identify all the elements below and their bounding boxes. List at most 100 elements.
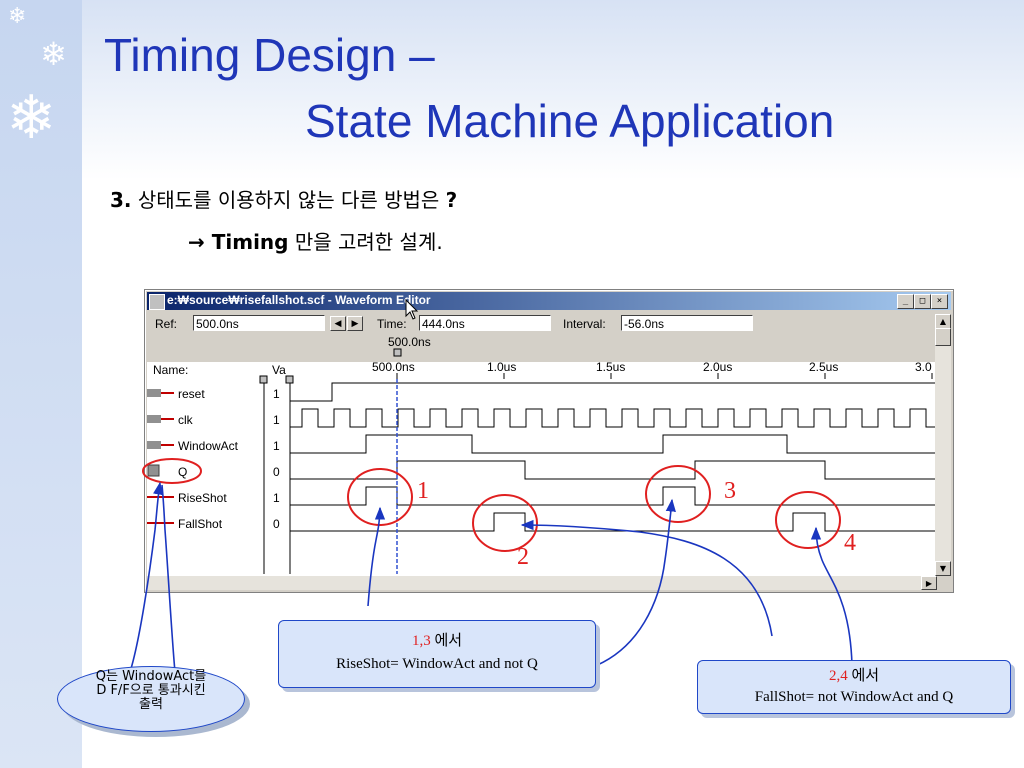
answer-line: → Timing 만을 고려한 설계. xyxy=(188,226,443,255)
time-field[interactable]: 444.0ns xyxy=(419,315,551,331)
arrow-icon: → xyxy=(188,230,212,254)
signal-name: RiseShot xyxy=(178,491,227,505)
signal-value: 0 xyxy=(273,517,280,531)
arrow-3 xyxy=(589,498,676,669)
arrow-q xyxy=(129,481,164,673)
maximize-button[interactable]: □ xyxy=(914,294,931,309)
highlight-circle-4 xyxy=(775,491,841,549)
q-note-oval: Q는 WindowAct를 D F/F으로 통과시킨 출력 xyxy=(57,666,245,732)
column-handle[interactable] xyxy=(259,375,268,384)
app-icon xyxy=(149,294,165,310)
horizontal-scrollbar[interactable]: ▶ xyxy=(147,576,937,590)
highlight-circle-q xyxy=(142,458,202,484)
time-tick: 1.0us xyxy=(487,360,516,374)
callout-riseshot: 1,3 에서 RiseShot= WindowAct and not Q xyxy=(278,620,596,688)
marker-number: 3 xyxy=(724,478,736,504)
window-titlebar[interactable]: e:₩source₩risefallshot.scf - Waveform Ed… xyxy=(147,292,951,310)
q-note-text: Q는 WindowAct를 D F/F으로 통과시킨 출력 xyxy=(95,669,207,712)
signal-value: 1 xyxy=(273,491,280,505)
highlight-circle-3 xyxy=(645,465,711,523)
signal-row-clk[interactable]: clk 1 xyxy=(147,413,280,427)
minimize-button[interactable]: _ xyxy=(897,294,914,309)
time-tick: 2.0us xyxy=(703,360,732,374)
marker-number: 2 xyxy=(517,544,529,570)
signal-value: 1 xyxy=(273,413,280,427)
slide-title-line1: Timing Design – xyxy=(104,29,435,81)
signal-name: Q xyxy=(178,465,187,479)
highlight-circle-2 xyxy=(472,494,538,552)
snowflake-icon: ❄ xyxy=(6,83,57,153)
mouse-pointer-icon xyxy=(405,298,419,320)
waveform-editor-window: e:₩source₩risefallshot.scf - Waveform Ed… xyxy=(144,289,954,593)
arrow-1 xyxy=(367,506,386,607)
input-pin-icon xyxy=(147,415,161,423)
answer-keyword: Timing xyxy=(211,230,289,254)
snowflake-icon: ❄ xyxy=(40,35,67,73)
ref-label: Ref: xyxy=(155,317,178,331)
column-handle[interactable] xyxy=(285,375,294,384)
highlight-circle-1 xyxy=(347,468,413,526)
signal-name: WindowAct xyxy=(178,439,239,453)
close-button[interactable]: × xyxy=(931,294,948,309)
signal-value: 1 xyxy=(273,439,280,453)
interval-field[interactable]: -56.0ns xyxy=(621,315,753,331)
cursor-handle[interactable] xyxy=(393,348,402,357)
signal-row-riseshot[interactable]: RiseShot 1 xyxy=(147,491,280,505)
signal-name: reset xyxy=(178,387,205,401)
slide-title-line2: State Machine Application xyxy=(305,95,835,147)
arrow-4 xyxy=(810,526,853,666)
slide-sidebar xyxy=(0,0,82,768)
wave-riseshot xyxy=(290,486,935,506)
name-header: Name: xyxy=(153,363,188,377)
wave-reset xyxy=(290,382,935,402)
scroll-down-button[interactable]: ▼ xyxy=(935,561,951,576)
time-tick: 3.0 xyxy=(915,360,932,374)
signal-row-fallshot[interactable]: FallShot 0 xyxy=(147,517,280,531)
wave-windowact xyxy=(290,434,935,454)
prev-transition-button[interactable]: ◀ xyxy=(330,316,346,331)
arrow-q-right xyxy=(161,484,176,673)
ref-field[interactable]: 500.0ns xyxy=(193,315,325,331)
signal-name: clk xyxy=(178,413,194,427)
next-transition-button[interactable]: ▶ xyxy=(347,316,363,331)
signal-row-q[interactable]: Q 0 xyxy=(147,464,280,479)
wave-clk xyxy=(290,408,935,428)
question-mark: ? xyxy=(445,188,458,212)
signal-value: 1 xyxy=(273,387,280,401)
question-number: 3. xyxy=(110,188,132,212)
value-header: Va xyxy=(272,363,286,377)
callout-heading: 2,4 에서 xyxy=(828,668,880,684)
time-tick: 2.5us xyxy=(809,360,838,374)
question-line: 3. 상태도를 이용하지 않는 다른 방법은 ? xyxy=(110,184,457,213)
input-pin-icon xyxy=(147,441,161,449)
interval-label: Interval: xyxy=(563,317,606,331)
input-pin-icon xyxy=(147,389,161,397)
snowflake-icon: ❄ xyxy=(8,4,27,29)
scroll-right-button[interactable]: ▶ xyxy=(921,576,937,590)
marker-number: 4 xyxy=(844,530,856,556)
answer-text: 만을 고려한 설계. xyxy=(288,230,443,254)
signal-row-windowact[interactable]: WindowAct 1 xyxy=(147,439,280,453)
marker-number: 1 xyxy=(417,478,429,504)
arrow-2 xyxy=(520,519,773,637)
signal-row-reset[interactable]: reset 1 xyxy=(147,387,280,401)
callout-equation: FallShot= not WindowAct and Q xyxy=(754,689,954,705)
callout-fallshot: 2,4 에서 FallShot= not WindowAct and Q xyxy=(697,660,1011,714)
window-title: e:₩source₩risefallshot.scf - Waveform Ed… xyxy=(167,293,431,307)
register-icon xyxy=(147,464,160,477)
time-tick: 500.0ns xyxy=(372,360,415,374)
cursor-time-label: 500.0ns xyxy=(388,335,431,349)
time-label: Time: xyxy=(377,317,407,331)
vertical-scrollbar[interactable]: ▲ ▼ xyxy=(935,314,951,576)
callout-heading: 1,3 에서 xyxy=(411,633,463,649)
question-text: 상태도를 이용하지 않는 다른 방법은 xyxy=(131,188,446,212)
wave-fallshot xyxy=(290,512,935,532)
scroll-thumb[interactable] xyxy=(935,328,951,346)
signal-name: FallShot xyxy=(178,517,223,531)
callout-equation: RiseShot= WindowAct and not Q xyxy=(336,656,538,672)
title-background xyxy=(82,0,1024,180)
time-tick: 1.5us xyxy=(596,360,625,374)
signal-value: 0 xyxy=(273,465,280,479)
waveform-area[interactable] xyxy=(147,362,935,576)
